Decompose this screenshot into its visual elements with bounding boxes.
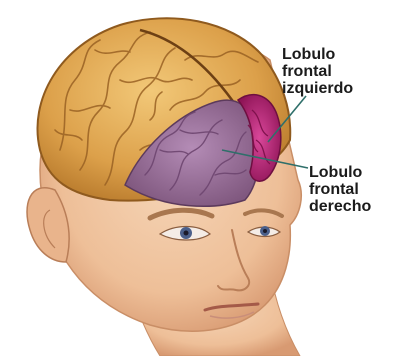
label-line: frontal [282,63,353,80]
label-line: Lobulo [282,46,353,63]
label-line: izquierdo [282,80,353,97]
label-right-frontal-lobe: Lobulo frontal derecho [309,164,371,215]
label-left-frontal-lobe: Lobulo frontal izquierdo [282,46,353,97]
label-line: derecho [309,198,371,215]
label-line: Lobulo [309,164,371,181]
label-line: frontal [309,181,371,198]
